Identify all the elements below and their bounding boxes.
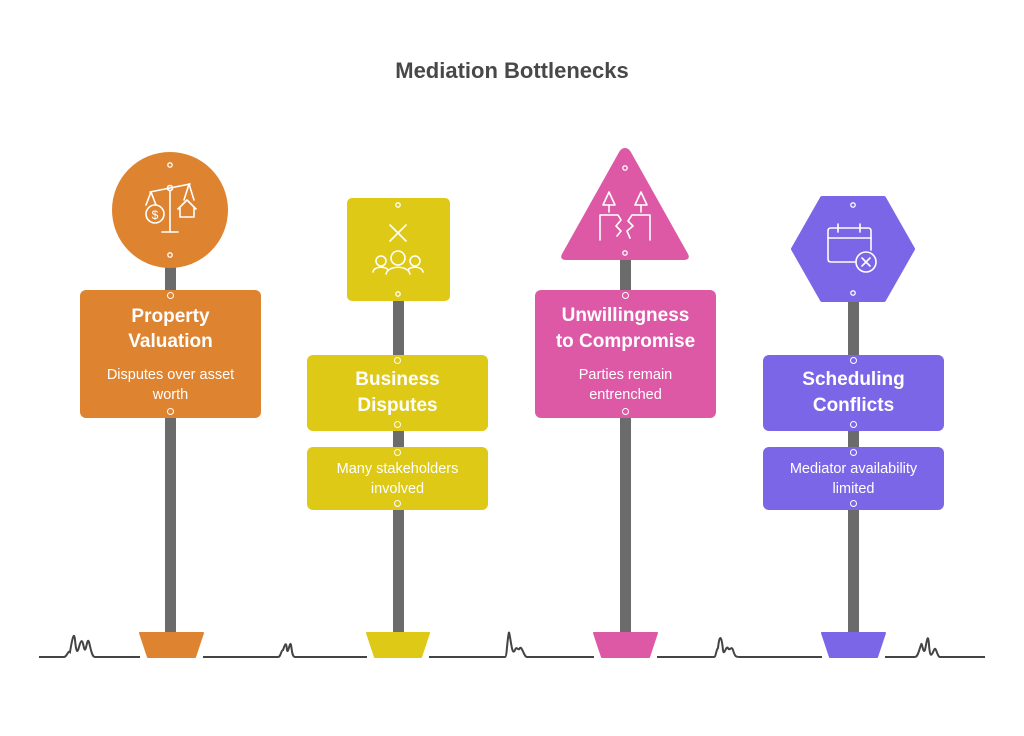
description-line: worth [152,386,189,403]
ground-line [39,631,985,658]
rivet [850,421,857,428]
rivet [167,408,174,415]
heading-line: Scheduling [802,369,905,390]
rivet [394,449,401,456]
pole-1 [165,265,176,633]
heading-line: Unwillingness [561,305,690,326]
sign-triangle [561,148,689,260]
rivet [394,500,401,507]
sign-hexagon [791,196,915,302]
panel-unwillingness-to-compromise: Unwillingness to Compromise Parties rema… [535,290,716,418]
rivet [850,500,857,507]
panel-property-valuation: Property Valuation Disputes over asset w… [80,290,261,418]
group-conflict-icon [372,224,424,275]
description-line: Parties remain [578,367,673,383]
heading-line: Disputes [357,395,438,416]
panel-business-disputes-description: Many stakeholders involved [307,447,488,510]
heading-line: Business [355,369,440,390]
base-3 [593,632,658,658]
rivet [622,165,628,171]
rivet [622,250,628,256]
rivet [850,202,856,208]
rivet [850,449,857,456]
panel-scheduling-conflicts-description: Mediator availability limited [763,447,944,510]
base-2 [366,632,430,658]
base-4 [821,632,886,658]
rivet [394,421,401,428]
heading-line: to Compromise [555,331,696,352]
rivet [394,357,401,364]
description-line: involved [370,480,425,497]
description-line: limited [832,480,875,497]
broken-bridge-icon [599,191,651,241]
panel-scheduling-conflicts: Scheduling Conflicts [763,355,944,431]
rivet [395,291,401,297]
diagram-title: Mediation Bottlenecks [395,58,629,83]
base-1 [139,632,204,658]
pole-3 [620,258,631,633]
rivet [167,252,173,258]
description-line: Mediator availability [789,460,918,477]
rivet [850,357,857,364]
rivet [167,162,173,168]
description-line: entrenched [589,387,662,403]
heading-line: Valuation [128,330,213,352]
description-line: Disputes over asset [106,366,235,383]
rivet [395,202,401,208]
heading-line: Property [131,305,210,327]
rivet [622,408,629,415]
heading-line: Conflicts [812,395,895,416]
scale-money-house-icon: $ [145,183,197,233]
calendar-cancel-icon [827,223,877,273]
rivet [622,292,629,299]
rivet [167,292,174,299]
sign-square [347,198,450,301]
svg-text:$: $ [152,208,159,222]
description-line: Many stakeholders [336,460,459,477]
rivet [850,290,856,296]
panel-business-disputes: Business Disputes [307,355,488,431]
